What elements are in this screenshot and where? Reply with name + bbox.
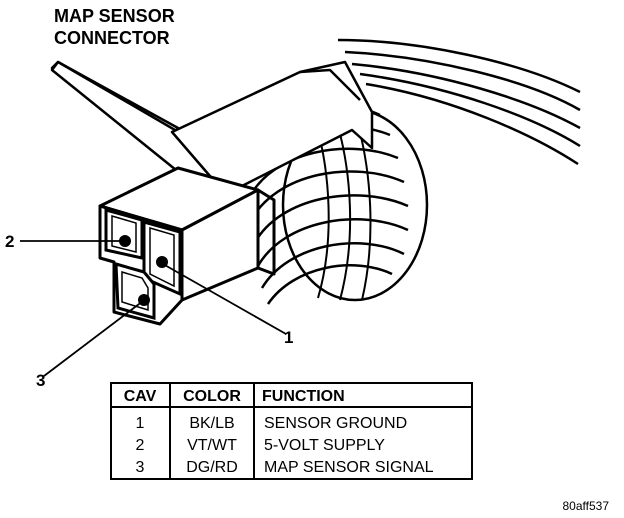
table-header-color: COLOR bbox=[183, 388, 241, 405]
leader-line-1 bbox=[162, 263, 287, 335]
table-cell-cav-2: 2 bbox=[136, 437, 145, 454]
diagram-title-line-2: CONNECTOR bbox=[54, 28, 170, 48]
cavity-2-terminal bbox=[119, 235, 131, 247]
table-header-cav: CAV bbox=[124, 388, 157, 405]
cavity-table: CAV COLOR FUNCTION 1 BK/LB SENSOR GROUND… bbox=[110, 382, 473, 480]
cavity-1 bbox=[142, 220, 182, 297]
leader-lines bbox=[20, 240, 287, 377]
coiled-wire-boot bbox=[243, 105, 429, 305]
cavity-2 bbox=[104, 208, 144, 260]
callout-1: 1 bbox=[284, 328, 293, 347]
table-cell-function-3: MAP SENSOR SIGNAL bbox=[264, 459, 434, 476]
table-cell-function-1: SENSOR GROUND bbox=[264, 415, 407, 432]
table-cell-cav-1: 1 bbox=[136, 415, 145, 432]
figure-reference-code: 80aff537 bbox=[563, 499, 610, 513]
table-cell-cav-3: 3 bbox=[136, 459, 145, 476]
locking-latch bbox=[50, 60, 374, 192]
table-cell-color-2: VT/WT bbox=[187, 437, 237, 454]
table-cell-color-3: DG/RD bbox=[186, 459, 238, 476]
callout-2: 2 bbox=[5, 232, 14, 251]
table-cell-function-2: 5-VOLT SUPPLY bbox=[264, 437, 385, 454]
table-cell-color-1: BK/LB bbox=[189, 415, 234, 432]
wire-bundle bbox=[337, 38, 581, 166]
table-header-function: FUNCTION bbox=[262, 388, 345, 405]
diagram-title-line-1: MAP SENSOR bbox=[54, 6, 175, 26]
leader-line-3 bbox=[43, 300, 144, 377]
callout-3: 3 bbox=[36, 371, 45, 390]
